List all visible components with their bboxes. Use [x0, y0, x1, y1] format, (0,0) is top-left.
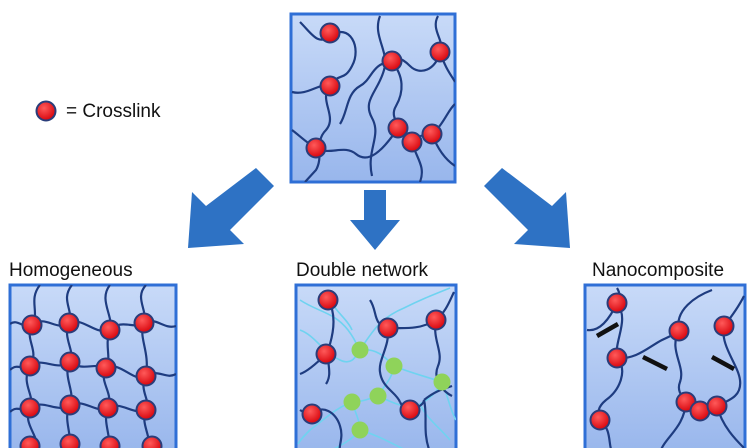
nanoplatelet-icon: [641, 354, 669, 372]
crosslink-icon: [401, 131, 423, 153]
crosslink-icon: [429, 41, 451, 63]
crosslink-icon: [706, 395, 728, 417]
secondary-crosslink-icon: [433, 373, 451, 391]
crosslinks: [19, 312, 163, 448]
second-network-crosslinks: [343, 341, 451, 439]
crosslink-icon: [315, 343, 337, 365]
crosslink-icon: [421, 123, 443, 145]
crosslink-icon: [19, 355, 41, 377]
panel-title-double-network: Double network: [296, 260, 429, 281]
crosslink-icon: [59, 351, 81, 373]
homogeneous-panel: [8, 283, 178, 448]
double-network-panel: [294, 283, 458, 448]
crosslink-icon: [606, 292, 628, 314]
arrows: [188, 168, 570, 250]
secondary-crosslink-icon: [343, 393, 361, 411]
arrow-down-icon: [350, 190, 400, 250]
crosslink-icon: [668, 320, 690, 342]
crosslink-icon: [19, 397, 41, 419]
crosslink-icon: [606, 347, 628, 369]
crosslink-icon: [305, 137, 327, 159]
crosslink-icon: [95, 357, 117, 379]
crosslink-icon: [317, 289, 339, 311]
crosslink-icon: [381, 50, 403, 72]
crosslink-icon: [19, 435, 41, 448]
crosslink-icon: [141, 435, 163, 448]
legend-crosslink-icon: [35, 100, 57, 122]
crosslink-icon: [99, 319, 121, 341]
crosslink-icon: [713, 315, 735, 337]
nanoplatelet-icon: [710, 355, 736, 371]
crosslinks: [301, 289, 447, 425]
crosslink-icon: [377, 317, 399, 339]
crosslinks: [305, 22, 451, 159]
crosslink-icon: [21, 314, 43, 336]
crosslink-icon: [97, 397, 119, 419]
crosslink-icon: [425, 309, 447, 331]
crosslink-icon: [135, 399, 157, 421]
crosslink-icon: [319, 75, 341, 97]
crosslink-icon: [589, 409, 611, 431]
secondary-crosslink-icon: [351, 421, 369, 439]
crosslink-icon: [99, 435, 121, 448]
crosslinks: [589, 292, 735, 431]
secondary-crosslink-icon: [351, 341, 369, 359]
crosslink-icon: [301, 403, 323, 425]
nanoparticles: [595, 322, 736, 372]
nanocomposite-panel: [583, 283, 747, 448]
crosslink-icon: [133, 312, 155, 334]
panel-title-homogeneous: Homogeneous: [9, 260, 133, 281]
crosslink-icon: [387, 117, 409, 139]
crosslink-icon: [399, 399, 421, 421]
panel-title-nanocomposite: Nanocomposite: [592, 260, 725, 281]
crosslink-icon: [59, 394, 81, 416]
initial-network-panel: [289, 12, 457, 184]
crosslink-icon: [135, 365, 157, 387]
crosslink-icon: [58, 312, 80, 334]
nanoplatelet-icon: [595, 322, 620, 338]
legend-label: = Crosslink: [66, 101, 161, 122]
arrow-down-left-icon: [188, 168, 274, 248]
secondary-crosslink-icon: [385, 357, 403, 375]
crosslink-icon: [319, 22, 341, 44]
arrow-down-right-icon: [484, 168, 570, 248]
secondary-crosslink-icon: [369, 387, 387, 405]
crosslink-icon: [59, 433, 81, 448]
